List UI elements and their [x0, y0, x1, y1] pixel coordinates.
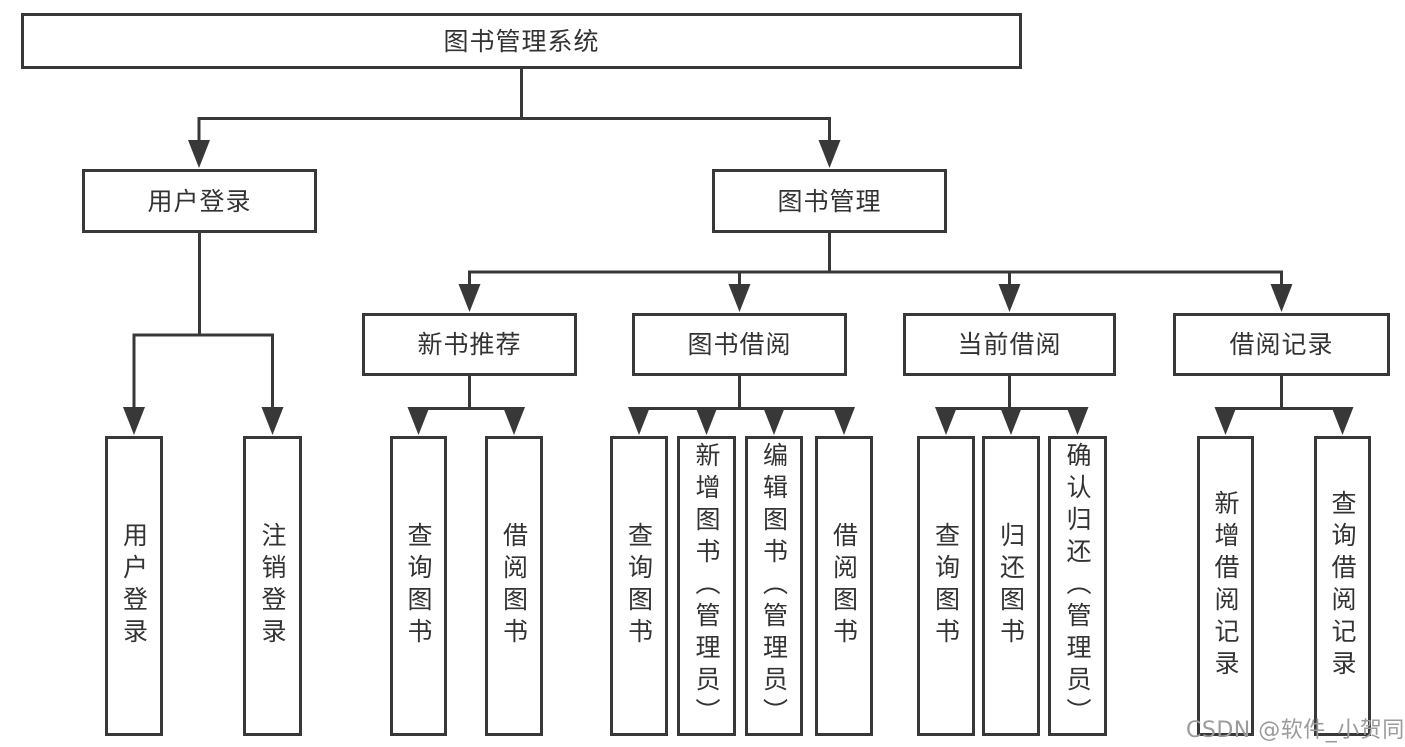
leaf-query-books-current: 查询图书 [917, 436, 975, 736]
node-book-borrow: 图书借阅 [632, 313, 847, 376]
arrowhead [1214, 407, 1237, 435]
arrowhead [935, 407, 957, 435]
arrowhead [1000, 407, 1022, 435]
connector-book-borrow-branch [637, 376, 846, 430]
node-library-management-system: 图书管理系统 [21, 13, 1022, 69]
leaf-borrow-books-recommend: 借阅图书 [485, 436, 543, 736]
arrowhead [188, 140, 210, 168]
node-user-login: 用户登录 [82, 169, 317, 233]
arrowhead [123, 407, 145, 435]
arrowhead [818, 140, 841, 168]
connector-borrow-records-branch [1224, 376, 1344, 430]
leaf-query-books-recommend: 查询图书 [390, 436, 447, 736]
watermark: CSDN @软件_小贺同学 [1186, 718, 1405, 743]
arrowhead [628, 407, 650, 435]
arrowhead [1066, 407, 1089, 435]
arrowhead [833, 407, 855, 435]
connector-user-login-branch [132, 233, 274, 430]
leaf-query-borrow-record: 查询借阅记录 [1314, 436, 1371, 736]
arrowhead [695, 407, 718, 435]
arrowhead [503, 407, 525, 435]
leaf-confirm-return-admin: 确认归还（管理员） [1048, 436, 1107, 736]
leaf-add-book-admin: 新增图书（管理员） [677, 436, 736, 736]
arrowhead [1270, 284, 1293, 312]
leaf-edit-book-admin: 编辑图书（管理员） [745, 436, 803, 736]
arrowhead [407, 407, 430, 435]
arrowheads [123, 140, 1354, 435]
connector-root-to-level2 [197, 69, 831, 163]
node-borrow-records: 借阅记录 [1173, 313, 1390, 376]
connector-new-book-branch [417, 376, 516, 430]
arrowhead [998, 284, 1021, 312]
leaf-add-borrow-record: 新增借阅记录 [1197, 436, 1254, 736]
arrowhead [261, 407, 284, 435]
leaf-user-login: 用户登录 [105, 436, 163, 736]
connector-book-management-branch [468, 233, 1283, 307]
node-book-management: 图书管理 [712, 169, 947, 233]
arrowhead [458, 284, 481, 312]
arrowhead [1331, 407, 1354, 435]
leaf-logout: 注销登录 [243, 436, 302, 736]
node-current-borrow: 当前借阅 [903, 313, 1116, 376]
leaf-return-book: 归还图书 [982, 436, 1040, 736]
arrowhead [763, 407, 785, 435]
leaf-query-books-borrow: 查询图书 [610, 436, 668, 736]
leaf-borrow-books: 借阅图书 [815, 436, 873, 736]
arrowhead [728, 284, 751, 312]
node-new-book-recommend: 新书推荐 [362, 313, 577, 376]
